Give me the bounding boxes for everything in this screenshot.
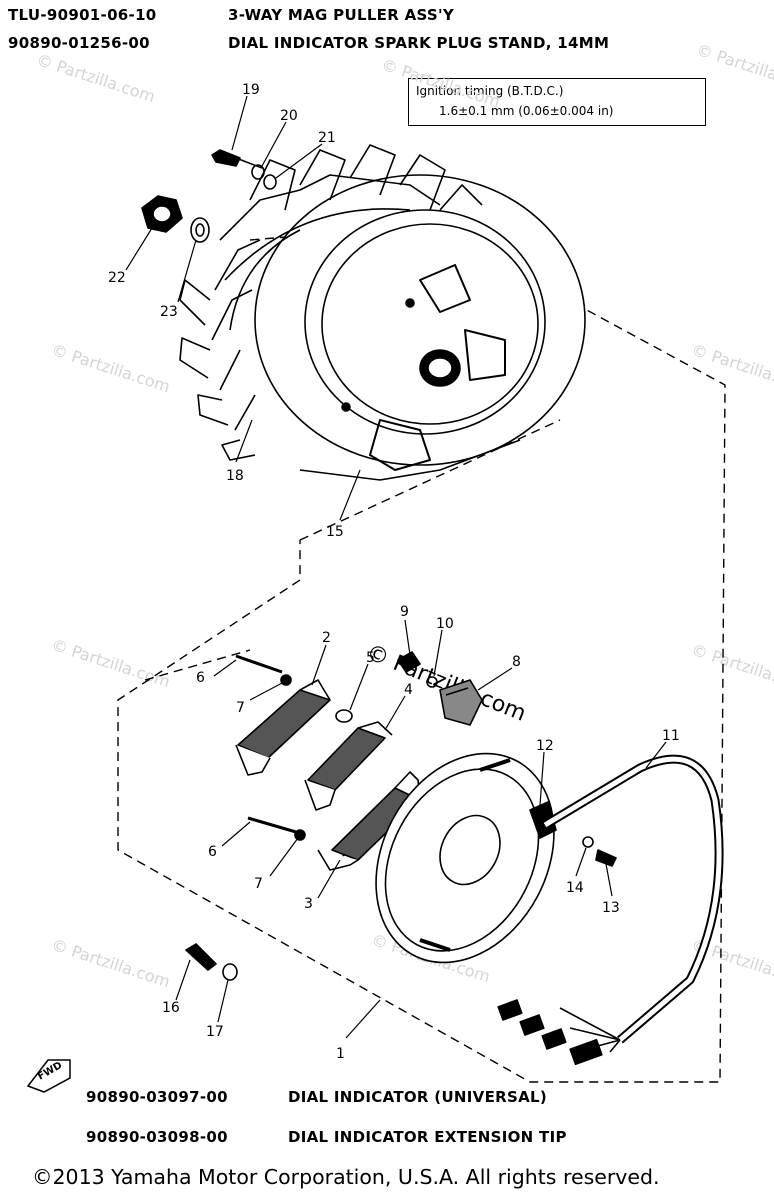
callout-8: 8 xyxy=(512,654,521,670)
tool-part-number: TLU-90901-06-10 xyxy=(8,6,157,24)
tool-description: DIAL INDICATOR EXTENSION TIP xyxy=(288,1128,567,1146)
callout-20: 20 xyxy=(280,108,298,124)
callout-15: 15 xyxy=(326,524,344,540)
screw-6 xyxy=(247,816,297,834)
callout-22: 22 xyxy=(108,270,126,286)
screw-9 xyxy=(397,651,421,673)
ignition-timing-title: Ignition timing (B.T.D.C.) xyxy=(416,84,564,98)
callouts: 19 20 21 22 23 18 15 9 10 8 2 5 4 6 7 12… xyxy=(108,82,680,1062)
callout-6b: 6 xyxy=(208,844,217,860)
tool-description: 3-WAY MAG PULLER ASS'Y xyxy=(228,6,455,24)
callout-18: 18 xyxy=(226,468,244,484)
callout-17: 17 xyxy=(206,1024,224,1040)
callout-13: 13 xyxy=(602,900,620,916)
callout-2: 2 xyxy=(322,630,331,646)
screw-6 xyxy=(235,654,283,674)
screw-13 xyxy=(595,849,617,867)
washer-7 xyxy=(280,674,292,686)
washer-21 xyxy=(263,174,277,190)
flywheel-18 xyxy=(179,144,586,481)
callout-21: 21 xyxy=(318,130,336,146)
washer-20 xyxy=(251,164,265,180)
bolt-19 xyxy=(211,149,263,169)
washer-7 xyxy=(294,829,306,841)
grommet-12 xyxy=(529,801,557,839)
callout-7: 7 xyxy=(236,700,245,716)
callout-16: 16 xyxy=(162,1000,180,1016)
callout-3: 3 xyxy=(304,896,313,912)
callout-14: 14 xyxy=(566,880,584,896)
bolt-16 xyxy=(185,943,217,971)
callout-7b: 7 xyxy=(254,876,263,892)
callout-5: 5 xyxy=(366,650,375,666)
nut-22 xyxy=(141,195,183,233)
leader-lines xyxy=(125,95,667,1039)
callout-23: 23 xyxy=(160,304,178,320)
callout-12: 12 xyxy=(536,738,554,754)
callout-19: 19 xyxy=(242,82,260,98)
ignition-timing-value: 1.6±0.1 mm (0.06±0.004 in) xyxy=(439,104,614,118)
spacer-5 xyxy=(335,709,353,723)
tool-description: DIAL INDICATOR (UNIVERSAL) xyxy=(288,1088,547,1106)
washer-17 xyxy=(222,963,238,981)
ignition-timing-box: Ignition timing (B.T.D.C.) 1.6±0.1 mm (0… xyxy=(408,78,706,126)
callout-1: 1 xyxy=(336,1046,345,1062)
stator-plate xyxy=(375,752,555,964)
tool-part-number: 90890-03098-00 xyxy=(86,1128,228,1146)
washer-23 xyxy=(190,217,210,243)
coil-2 xyxy=(235,679,331,776)
coil-4 xyxy=(304,721,393,811)
fwd-arrow-icon: FWD xyxy=(26,1059,71,1093)
callout-10: 10 xyxy=(436,616,454,632)
tool-part-number: 90890-03097-00 xyxy=(86,1088,228,1106)
callout-6: 6 xyxy=(196,670,205,686)
tool-part-number: 90890-01256-00 xyxy=(8,34,150,52)
callout-9: 9 xyxy=(400,604,409,620)
lead-wire-11 xyxy=(497,754,724,1066)
contact-breaker-8 xyxy=(439,679,483,726)
callout-11: 11 xyxy=(662,728,680,744)
washer-10 xyxy=(426,676,438,688)
copyright-notice: ©2013 Yamaha Motor Corporation, U.S.A. A… xyxy=(32,1165,660,1189)
tool-description: DIAL INDICATOR SPARK PLUG STAND, 14MM xyxy=(228,34,610,52)
washer-14 xyxy=(582,836,594,848)
callout-4: 4 xyxy=(404,682,413,698)
